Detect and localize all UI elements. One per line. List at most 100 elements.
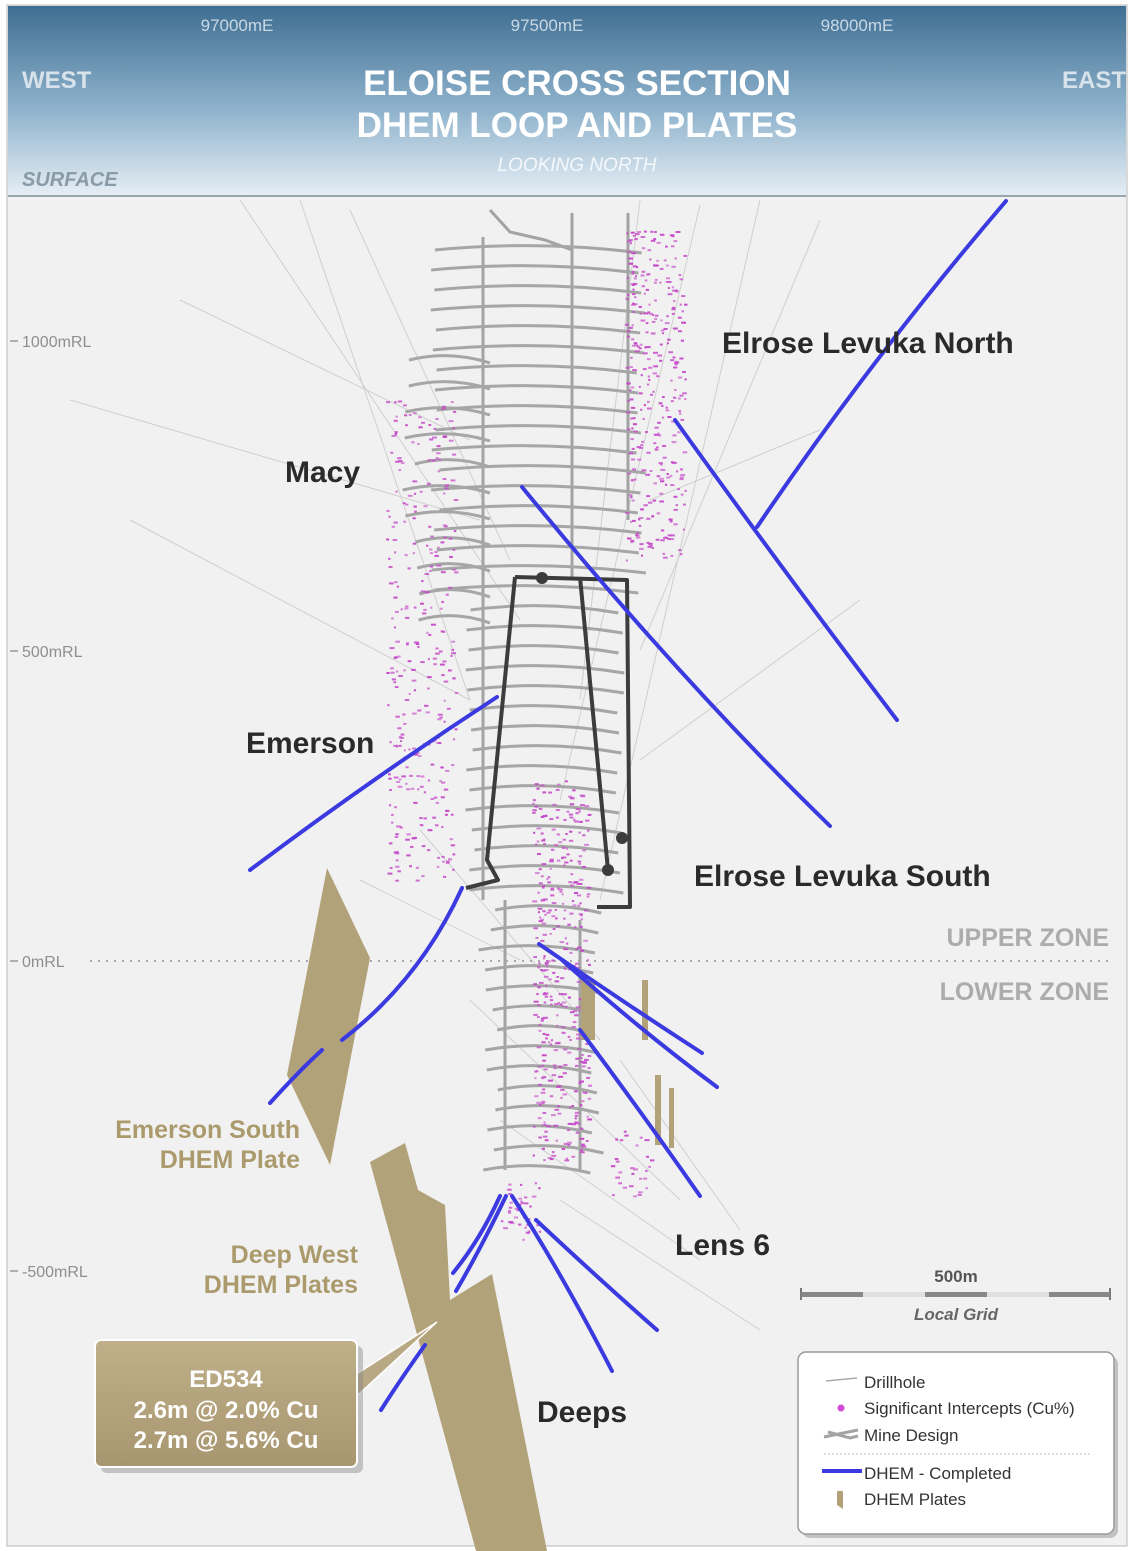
intercept-mark [629,398,634,401]
intercept-mark [679,478,684,481]
intercept-mark [663,556,668,559]
intercept-mark [648,303,651,306]
intercept-mark [551,1154,557,1157]
intercept-mark [403,749,406,752]
intercept-mark [397,400,403,403]
intercept-mark [630,539,635,542]
intercept-mark [650,393,653,396]
intercept-mark [667,293,673,296]
intercept-mark [558,841,563,844]
intercept-mark [436,452,441,455]
intercept-mark [395,852,400,855]
intercept-mark [413,753,419,756]
intercept-mark [678,274,682,277]
intercept-mark [656,446,659,449]
intercept-mark [545,1033,550,1036]
intercept-mark [626,232,629,235]
intercept-mark [678,330,682,333]
intercept-mark [448,586,453,589]
intercept-mark [681,310,684,313]
intercept-mark [541,886,545,889]
intercept-mark [584,843,589,846]
intercept-mark [558,888,563,891]
intercept-mark [633,277,637,280]
intercept-mark [386,509,390,512]
intercept-mark [418,416,422,419]
intercept-mark [553,1067,557,1070]
intercept-mark [569,951,573,954]
intercept-mark [578,862,581,865]
intercept-mark [684,489,687,492]
intercept-mark [547,876,551,879]
intercept-mark [427,676,432,679]
intercept-mark [407,660,412,663]
intercept-mark [647,249,651,252]
intercept-mark [645,346,651,349]
intercept-mark [543,1123,547,1126]
intercept-mark [586,886,592,889]
intercept-mark [541,922,547,925]
intercept-mark [649,470,653,472]
intercept-mark [405,424,408,427]
intercept-mark [429,570,432,573]
intercept-mark [583,939,588,942]
intercept-mark [635,534,640,537]
intercept-mark [578,831,581,834]
intercept-mark [408,413,412,416]
intercept-mark [671,441,677,444]
intercept-mark [665,406,668,409]
intercept-mark [567,1051,572,1054]
intercept-mark [546,1125,551,1128]
intercept-mark [451,652,456,655]
intercept-mark [582,1091,585,1094]
significant-intercepts [386,230,688,1241]
intercept-mark [419,490,423,493]
intercept-mark [562,1093,568,1096]
intercept-mark [568,813,574,816]
intercept-mark [391,617,394,620]
rl-axis [10,340,18,1272]
intercept-mark [653,238,657,241]
intercept-mark [583,1061,586,1064]
intercept-mark [648,378,651,381]
intercept-mark [671,245,675,248]
subtitle: LOOKING NORTH [497,155,656,176]
intercept-mark [660,463,663,466]
intercept-mark [537,907,543,910]
intercept-mark [634,350,640,353]
intercept-mark [441,630,446,633]
intercept-mark [411,679,417,682]
intercept-mark [450,813,454,816]
intercept-mark [433,796,438,799]
intercept-mark [549,999,554,1002]
intercept-mark [539,981,544,984]
intercept-mark [564,1159,570,1162]
intercept-mark [647,542,653,545]
intercept-mark [641,270,646,273]
intercept-mark [667,287,670,289]
intercept-mark [538,1029,542,1032]
intercept-mark [543,992,546,994]
intercept-mark [398,778,402,781]
intercept-mark [536,993,539,996]
intercept-mark [585,1043,590,1045]
intercept-mark [634,303,638,306]
intercept-mark [632,423,637,426]
intercept-mark [586,1115,589,1118]
intercept-mark [630,496,633,499]
intercept-mark [542,1147,545,1150]
intercept-mark [449,838,454,841]
intercept-mark [400,740,403,743]
intercept-mark [436,865,440,868]
intercept-mark [569,803,575,806]
intercept-mark [541,1041,546,1044]
intercept-mark [541,1064,544,1067]
intercept-mark [542,933,547,936]
intercept-mark [657,354,663,357]
intercept-mark [683,254,688,257]
lens6-plate [642,980,648,1040]
intercept-mark [533,1000,539,1003]
intercept-mark [395,490,398,493]
intercept-mark [630,541,634,544]
intercept-mark [646,541,650,544]
